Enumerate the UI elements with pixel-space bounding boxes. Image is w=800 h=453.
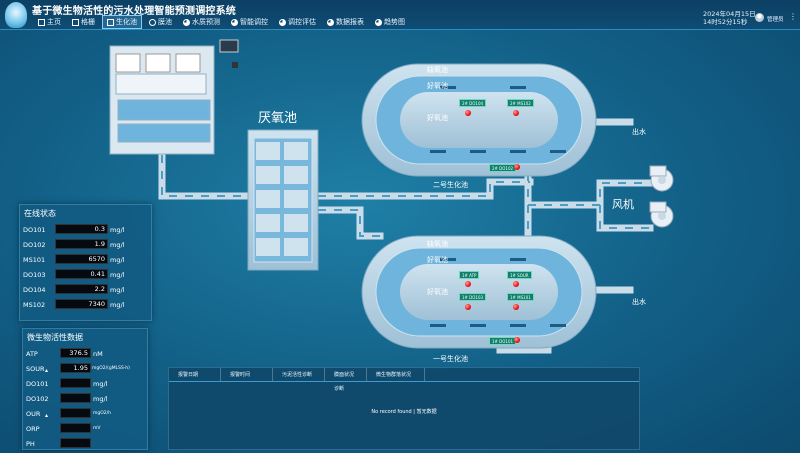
microbial-activity-title: 微生物活性数据 (27, 333, 83, 342)
tank1-aerobic-label: 好氧池 (427, 287, 448, 296)
pipe-inlet-to-anaerobic (158, 146, 252, 200)
pie-chart-icon (375, 18, 382, 26)
main-nav: 主页 格栅 生化池 膜池 水质预测 智能调控 调控评估 数据报表 趋势图 (34, 15, 412, 29)
col-microbial-community[interactable]: 微生物群落状况 (367, 368, 425, 381)
alarm-dot[interactable] (465, 304, 471, 310)
alarm-dot[interactable] (465, 110, 471, 116)
tank2-aerobic-top-label: 好氧池 (427, 81, 448, 90)
pipe-anaerobic-to-tank2 (314, 178, 534, 200)
users-icon (149, 18, 156, 26)
pie-chart-icon (183, 18, 190, 26)
biochemical-tank-2: 缺氧池 好氧池 好氧池 二号生化池 出水 (361, 63, 646, 189)
nav-water-quality-prediction[interactable]: 水质预测 (179, 15, 224, 29)
sensor-tag-2-do104[interactable]: 2# DO104 (459, 99, 487, 107)
alarm-table-header: 报警日期 报警时间 污泥活性诊断 膜面状况诊断 微生物群落状况 (169, 368, 639, 392)
sensor-tag-1-atp[interactable]: 1# ATP (459, 271, 480, 279)
sensor-tag-1-do101[interactable]: 1# DO101 (489, 337, 517, 345)
home-icon (38, 18, 45, 26)
pie-chart-icon (279, 18, 286, 26)
blowers: 风机 (612, 165, 674, 228)
nav-smart-control[interactable]: 智能调控 (227, 15, 272, 29)
datetime: 2024年04月15日 14时52分15秒 (703, 10, 756, 26)
col-membrane-status[interactable]: 膜面状况诊断 (325, 368, 367, 392)
alarm-table: 报警日期 报警时间 污泥活性诊断 膜面状况诊断 微生物群落状况 No recor… (168, 367, 640, 450)
more-menu-icon[interactable]: ⋮ (789, 12, 797, 21)
pie-chart-icon (327, 18, 334, 26)
sensor-tag-2-ms102[interactable]: 2# MS102 (507, 99, 534, 107)
alarm-dot[interactable] (514, 337, 520, 343)
tank1-outlet-label: 出水 (632, 297, 646, 306)
tank2-aerobic-label: 好氧池 (427, 113, 448, 122)
sensor-tag-1-ms101[interactable]: 1# MS101 (507, 293, 534, 301)
app-title: 基于微生物活性的污水处理智能预测调控系统 (32, 6, 236, 17)
tank2-outlet-label: 出水 (632, 127, 646, 136)
micro-row-ph: PH (23, 437, 147, 452)
water-drop-logo-icon (5, 2, 27, 28)
pretreatment-unit (109, 39, 239, 155)
sensor-tag-2-do102[interactable]: 2# DO102 (489, 164, 517, 172)
sensor-tag-1-sour[interactable]: 1# SOUR (507, 271, 532, 279)
sensor-tag-1-do103[interactable]: 1# DO103 (459, 293, 487, 301)
micro-row-our: OUR▴mgO2/h (26, 408, 112, 419)
alarm-dot[interactable] (465, 281, 471, 287)
tank2-anoxic-label: 缺氧池 (427, 65, 448, 74)
alarm-dot[interactable] (513, 304, 519, 310)
alarm-dot[interactable] (514, 164, 520, 170)
anaerobic-tank-label: 厌氧池 (258, 111, 297, 126)
nav-home[interactable]: 主页 (34, 15, 65, 29)
anaerobic-tank: 厌氧池 (247, 111, 319, 271)
building-icon (107, 18, 114, 26)
alarm-dot[interactable] (513, 110, 519, 116)
nav-grille[interactable]: 格栅 (68, 15, 99, 29)
grid-icon (72, 18, 79, 26)
nav-trend-chart[interactable]: 趋势图 (371, 15, 409, 29)
tank1-aerobic-top-label: 好氧池 (427, 255, 448, 264)
col-alarm-time[interactable]: 报警时间 (221, 368, 273, 381)
user-name[interactable]: 管理员 (767, 17, 784, 23)
col-alarm-date[interactable]: 报警日期 (169, 368, 221, 381)
current-date: 2024年04月15日 (703, 10, 756, 18)
top-bar: 基于微生物活性的污水处理智能预测调控系统 主页 格栅 生化池 膜池 水质预测 智… (0, 0, 800, 30)
nav-data-report[interactable]: 数据报表 (323, 15, 368, 29)
col-sludge-activity[interactable]: 污泥活性诊断 (273, 368, 325, 381)
tank1-name-label: 一号生化池 (433, 354, 468, 363)
current-time: 14时52分15秒 (703, 18, 748, 26)
pipe-anaerobic-to-tank1 (314, 206, 384, 240)
tank1-anoxic-label: 缺氧池 (427, 239, 448, 248)
nav-biochemical-tank[interactable]: 生化池 (102, 15, 142, 29)
tank2-name-label: 二号生化池 (433, 180, 468, 189)
nav-membrane-tank[interactable]: 膜池 (145, 15, 176, 29)
user-avatar-icon[interactable] (755, 13, 764, 22)
empty-table-message: No record found | 暂无数据 (371, 409, 437, 415)
nav-control-evaluation[interactable]: 调控评估 (275, 15, 320, 29)
pie-chart-icon (231, 18, 238, 26)
blower-label: 风机 (612, 197, 634, 211)
alarm-dot[interactable] (513, 281, 519, 287)
online-status-title: 在线状态 (24, 209, 56, 218)
